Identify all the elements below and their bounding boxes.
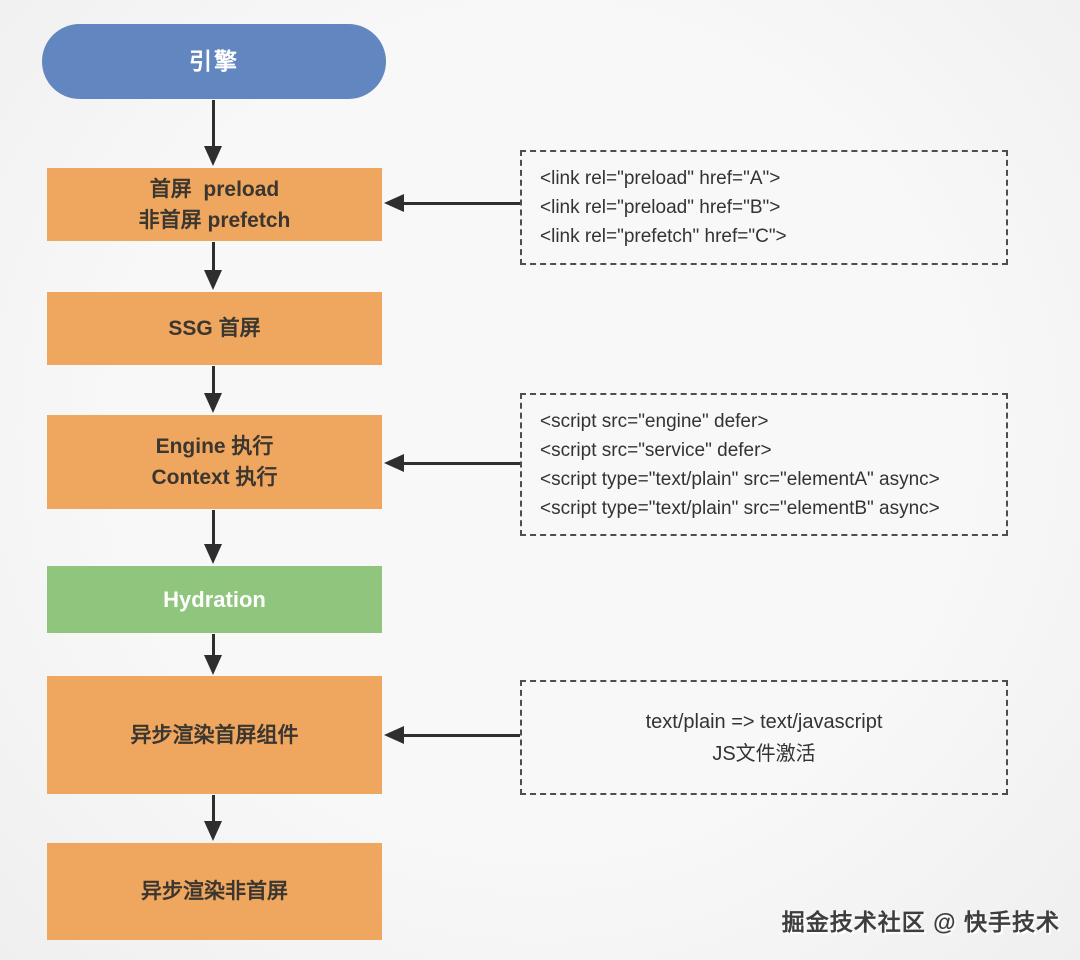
arrow-shaft [211,242,215,270]
node-preload-line1: 首屏 preload [149,177,280,201]
node-engine-context-exec: Engine 执行 Context 执行 [47,415,382,509]
node-engine-exec-line1: Engine 执行 [155,435,274,458]
watermark: 掘金技术社区 @ 快手技术 [781,909,1060,935]
arrow-shaft [211,366,215,393]
arrowhead-down-icon [204,270,222,290]
node-preload-prefetch: 首屏 preload 非首屏 prefetch [47,168,382,241]
arrow-shaft [211,100,215,146]
node-hydration: Hydration [47,566,382,633]
connector-links-to-preload [384,193,520,213]
code-line: <script src="engine" defer> [540,410,769,432]
node-async-rest-label: 异步渲染非首屏 [141,880,288,903]
annotation-js-activation: text/plain => text/javascript JS文件激活 [520,680,1008,795]
annotation-link-tags: <link rel="preload" href="A"> <link rel=… [520,150,1008,265]
connector-hydration-to-async-first [203,634,223,675]
connector-preload-to-ssg [203,242,223,290]
node-async-render-non-first-screen: 异步渲染非首屏 [47,843,382,940]
arrow-shaft [404,201,520,205]
code-line: <script type="text/plain" src="elementB"… [540,497,940,519]
arrowhead-down-icon [204,821,222,841]
connector-scripts-to-engine-exec [384,453,520,473]
node-engine-exec-line2: Context 执行 [151,466,278,489]
arrowhead-down-icon [204,544,222,564]
arrowhead-down-icon [204,655,222,675]
connector-engine-exec-to-hydration [203,510,223,564]
arrowhead-left-icon [384,726,404,744]
connector-engine-to-preload [203,100,223,166]
connector-activation-to-async-first [384,725,520,745]
node-hydration-label: Hydration [163,587,266,612]
node-engine: 引擎 [42,24,386,99]
arrowhead-down-icon [204,393,222,413]
arrowhead-down-icon [204,146,222,166]
code-line: <script src="service" defer> [540,439,772,461]
node-engine-label: 引擎 [189,48,239,74]
annotation-line: JS文件激活 [712,742,816,765]
node-ssg-first-screen: SSG 首屏 [47,292,382,365]
node-ssg-label: SSG 首屏 [168,317,261,340]
connector-ssg-to-engine-exec [203,366,223,413]
node-async-render-first-screen: 异步渲染首屏组件 [47,676,382,794]
node-preload-line2: 非首屏 prefetch [138,208,291,232]
arrow-shaft [211,795,215,821]
connector-async-first-to-async-rest [203,795,223,841]
arrowhead-left-icon [384,454,404,472]
code-line: <link rel="preload" href="A"> [540,168,781,189]
arrowhead-left-icon [384,194,404,212]
code-line: <script type="text/plain" src="elementA"… [540,468,940,490]
annotation-script-tags: <script src="engine" defer> <script src=… [520,393,1008,536]
arrow-shaft [404,461,520,465]
arrow-shaft [211,634,215,655]
annotation-line: text/plain => text/javascript [645,710,883,733]
arrow-shaft [404,733,520,737]
code-line: <link rel="prefetch" href="C"> [540,226,787,247]
node-async-first-label: 异步渲染首屏组件 [130,723,299,747]
code-line: <link rel="preload" href="B"> [540,197,781,218]
arrow-shaft [211,510,215,544]
